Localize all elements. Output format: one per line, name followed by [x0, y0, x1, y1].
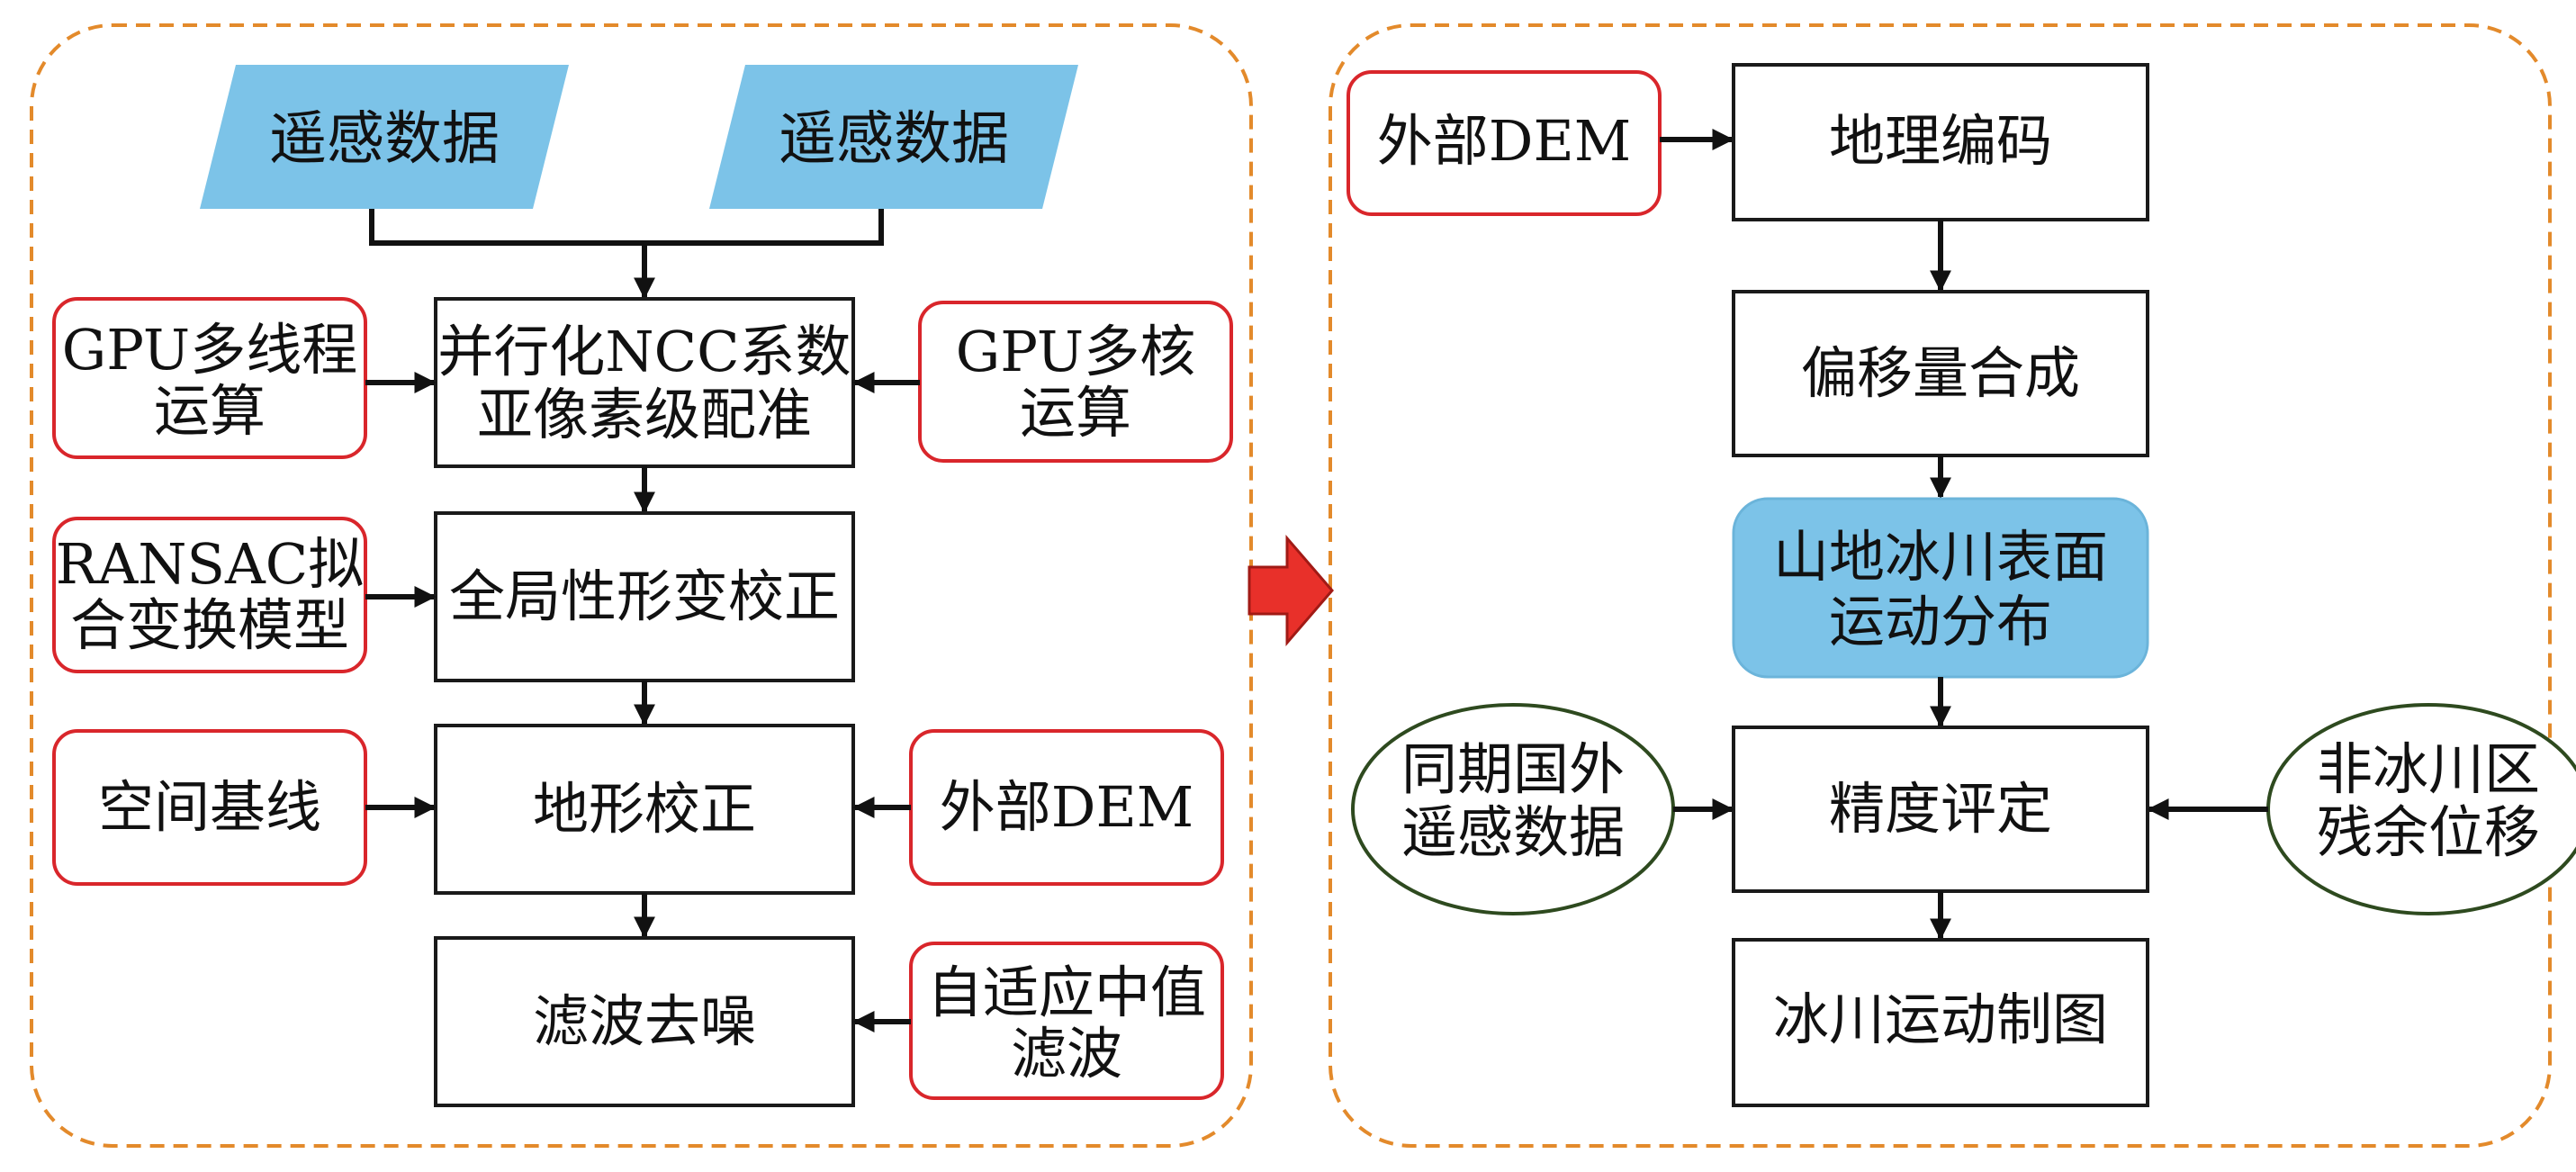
aid-foreign-line-2: 遥感数据 [1401, 799, 1625, 865]
step-terrain-correction: 地形校正 [434, 724, 855, 895]
aid-ransac-line-1: RANSAC拟 [56, 531, 364, 597]
step-offset-synthesis: 偏移量合成 [1732, 290, 2149, 457]
aid-ransac-model: RANSAC拟 合变换模型 [52, 517, 367, 673]
step-filter-denoise: 滤波去噪 [434, 936, 855, 1107]
step-filter-label: 滤波去噪 [533, 988, 756, 1054]
aid-median-line-2: 滤波 [1011, 1021, 1122, 1086]
aid-gpu-multicore-line-2: 运算 [1020, 380, 1131, 446]
aid-dem-left-label: 外部DEM [940, 774, 1193, 840]
input-remote-sensing-1: 遥感数据 [200, 65, 569, 209]
step-glacier-mapping: 冰川运动制图 [1732, 938, 2149, 1107]
input-remote-sensing-2-label: 遥感数据 [779, 106, 1009, 173]
aid-foreign-line-1: 同期国外 [1401, 736, 1625, 802]
aid-baseline-label: 空间基线 [98, 774, 321, 840]
transition-arrow-icon [1247, 534, 1334, 647]
aid-gpu-multicore-line-1: GPU多核 [956, 319, 1195, 384]
aid-adaptive-median: 自适应中值 滤波 [909, 942, 1224, 1100]
result-line-1: 山地冰川表面 [1773, 524, 2108, 590]
step-geocode-label: 地理编码 [1829, 108, 2052, 174]
step-global-label: 全局性形变校正 [449, 563, 840, 629]
step-ncc-line-2: 亚像素级配准 [477, 382, 812, 447]
aid-median-line-1: 自适应中值 [927, 960, 1206, 1025]
aid-gpu-multithread-line-2: 运算 [154, 378, 266, 444]
result-glacier-motion: 山地冰川表面 运动分布 [1732, 497, 2149, 679]
step-offset-label: 偏移量合成 [1801, 340, 2080, 406]
aid-residual-line-1: 非冰川区 [2317, 736, 2540, 802]
aid-foreign-remote-sensing: 同期国外 遥感数据 [1351, 703, 1675, 915]
aid-gpu-multicore: GPU多核 运算 [918, 301, 1233, 463]
aid-ransac-line-2: 合变换模型 [70, 592, 349, 658]
step-accuracy-assessment: 精度评定 [1732, 726, 2149, 893]
step-geocoding: 地理编码 [1732, 63, 2149, 221]
step-ncc-registration: 并行化NCC系数 亚像素级配准 [434, 297, 855, 468]
aid-external-dem-left: 外部DEM [909, 729, 1224, 886]
aid-nonglacier-residual: 非冰川区 残余位移 [2266, 703, 2576, 915]
input-remote-sensing-1-label: 遥感数据 [269, 106, 500, 173]
aid-dem-right-label: 外部DEM [1377, 108, 1631, 174]
step-mapping-label: 冰川运动制图 [1773, 987, 2108, 1052]
step-terrain-label: 地形校正 [533, 776, 756, 842]
merge-connector [369, 209, 884, 246]
step-global-correction: 全局性形变校正 [434, 511, 855, 682]
right-panel-border [1329, 23, 2552, 1148]
aid-external-dem-right: 外部DEM [1347, 70, 1662, 216]
aid-gpu-multithread-line-1: GPU多线程 [62, 317, 357, 383]
aid-gpu-multithread: GPU多线程 运算 [52, 297, 367, 459]
input-remote-sensing-2: 遥感数据 [709, 65, 1078, 209]
step-accuracy-label: 精度评定 [1829, 776, 2052, 842]
result-line-2: 运动分布 [1829, 589, 2052, 654]
aid-residual-line-2: 残余位移 [2317, 799, 2540, 865]
aid-spatial-baseline: 空间基线 [52, 729, 367, 886]
step-ncc-line-1: 并行化NCC系数 [437, 319, 851, 384]
